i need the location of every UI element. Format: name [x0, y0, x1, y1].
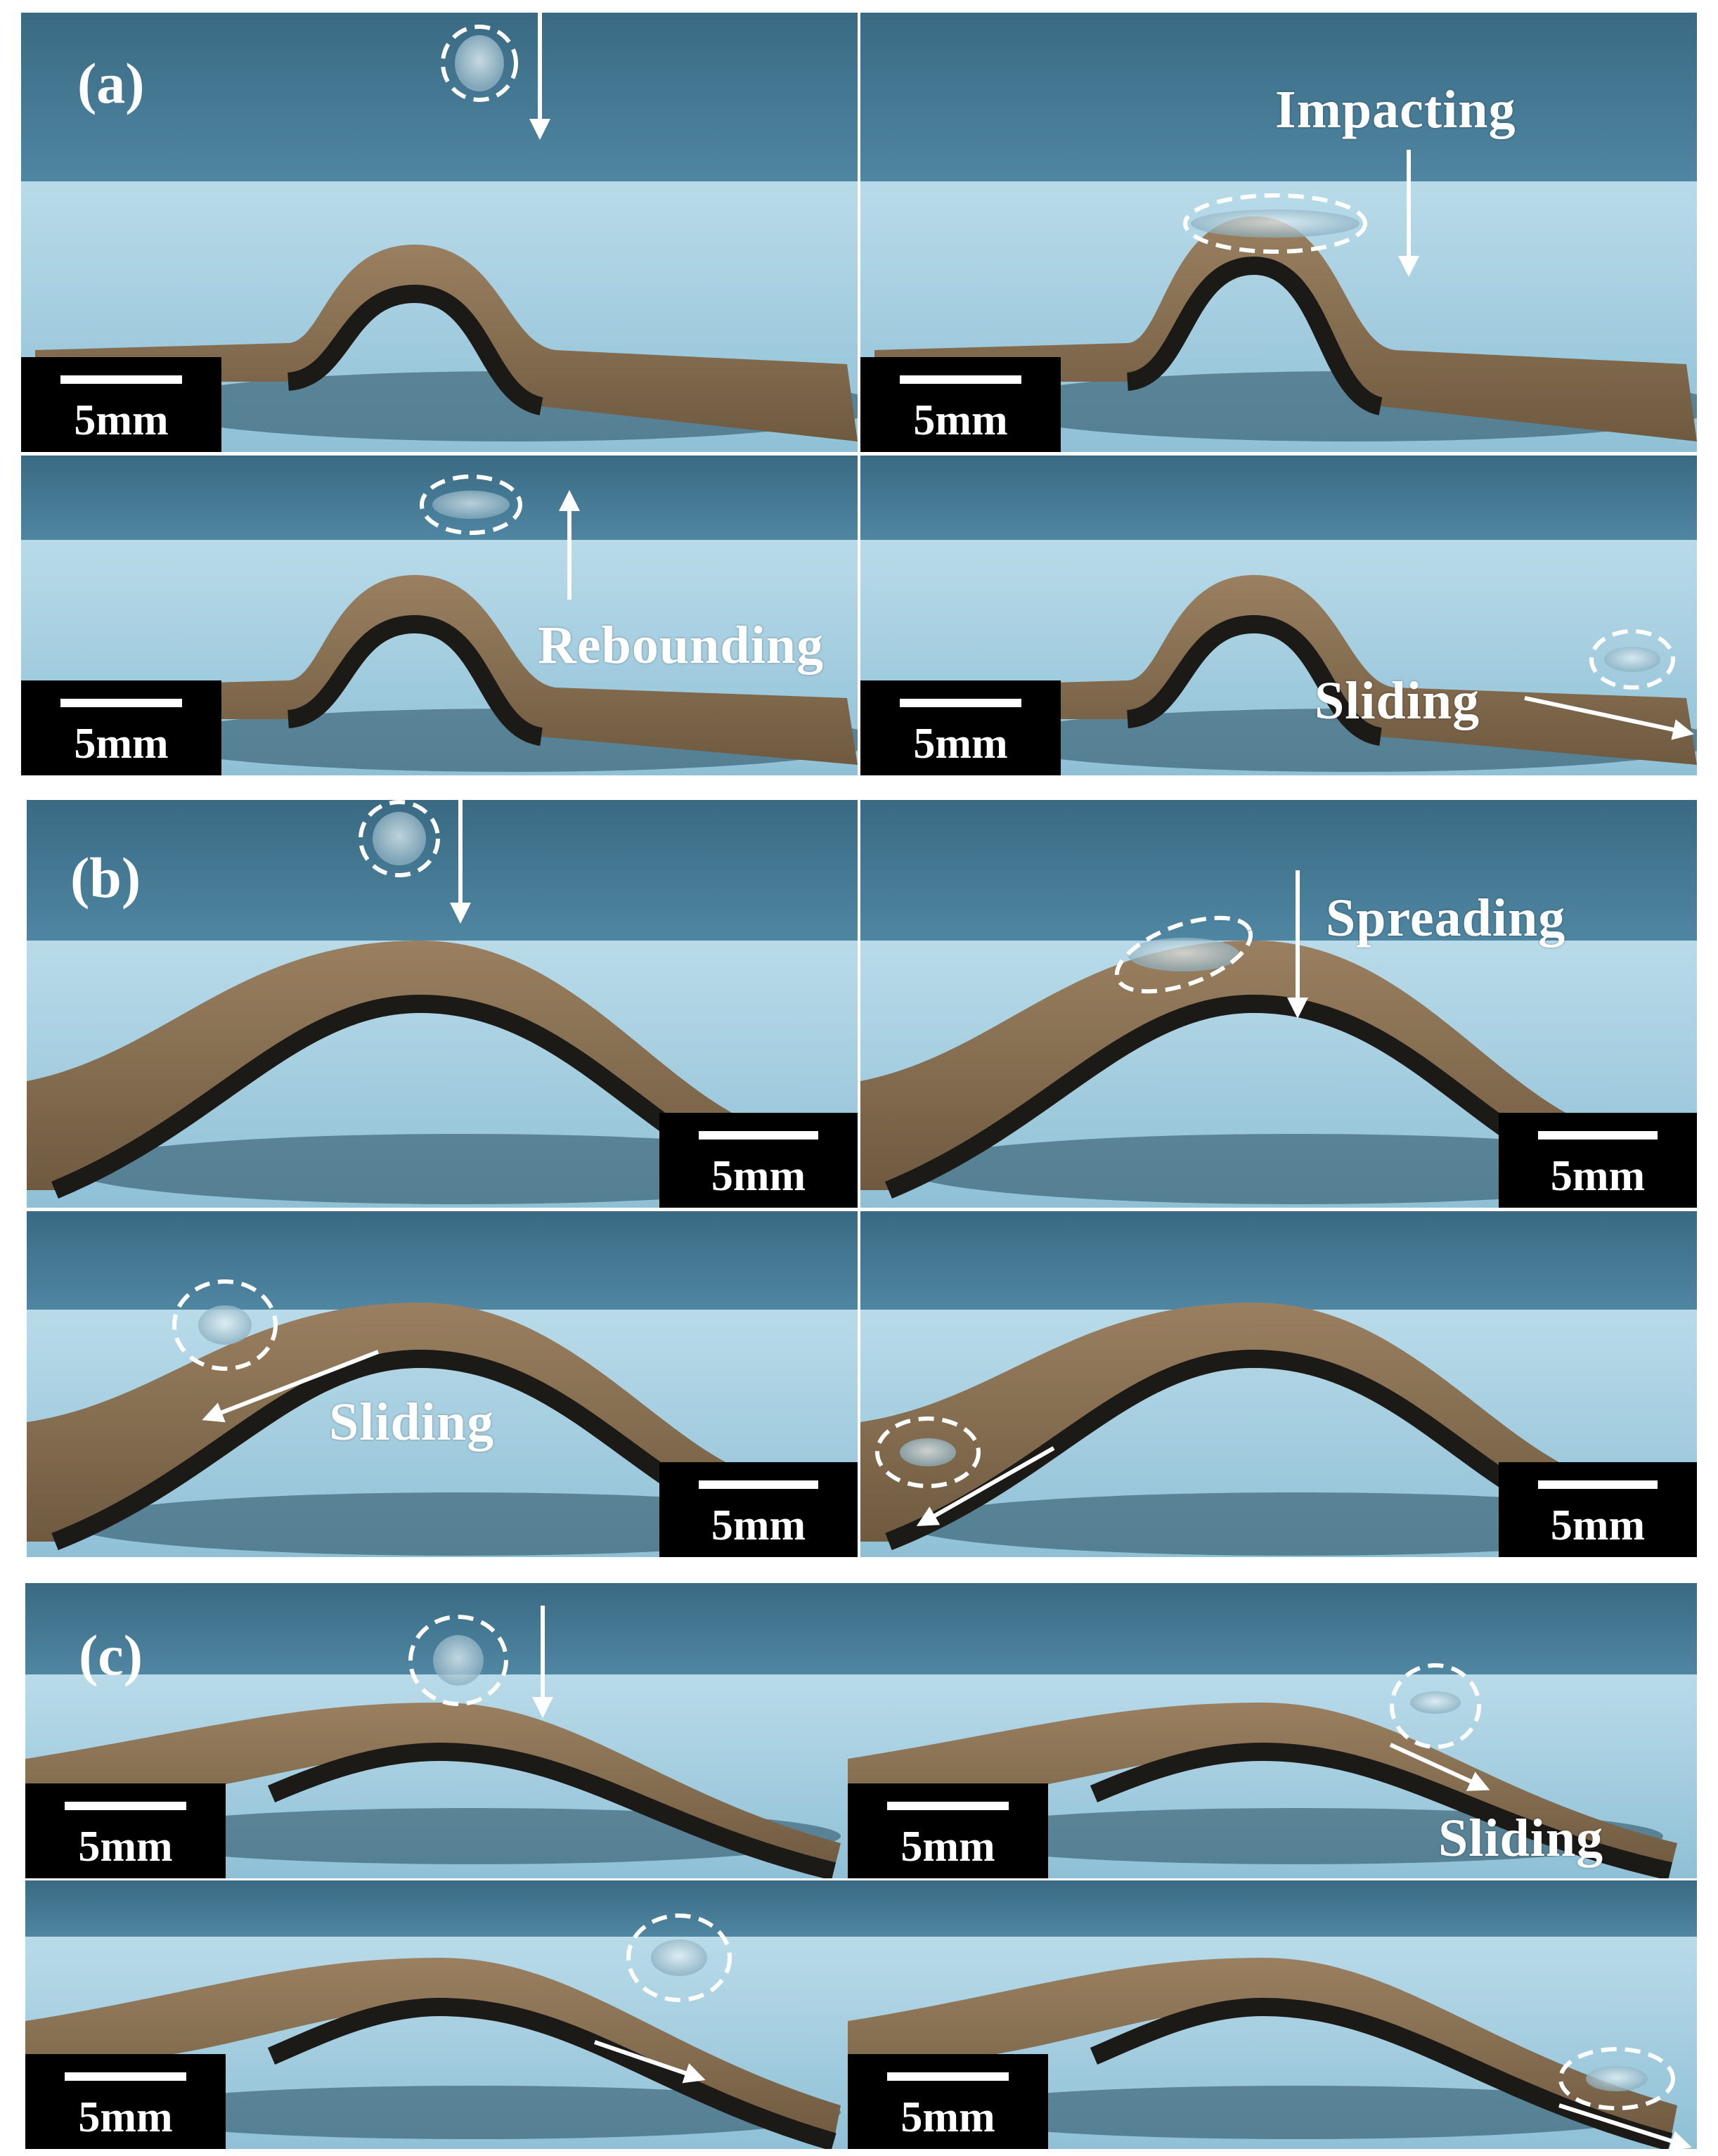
scale-bar: 5mm — [21, 357, 221, 452]
frame-label: Sliding — [329, 1393, 495, 1452]
scale-bar-label: 5mm — [913, 396, 1008, 444]
scale-bar-label: 5mm — [74, 396, 169, 444]
scale-bar-line — [699, 1131, 818, 1140]
scale-bar: 5mm — [1499, 1462, 1697, 1557]
scale-bar-line — [60, 699, 182, 707]
frame-label: Sliding — [1315, 671, 1480, 730]
photo-scene — [848, 1880, 1697, 2149]
photo-scene — [860, 800, 1697, 1208]
scale-bar-label: 5mm — [900, 2093, 995, 2141]
scale-bar-line — [887, 2072, 1009, 2081]
scale-bar: 5mm — [25, 1783, 226, 1878]
frame-label: Sliding — [1438, 1809, 1604, 1868]
panel-c-frame-1: (c) 5mm — [25, 1583, 859, 1878]
panel-a-frame-4: Sliding 5mm — [860, 456, 1697, 775]
scale-bar: 5mm — [848, 2054, 1048, 2149]
panel-a-frame-2: Impacting 5mm — [860, 13, 1697, 452]
scale-bar: 5mm — [860, 680, 1061, 775]
scale-bar-line — [900, 699, 1021, 707]
scale-bar-line — [699, 1480, 818, 1489]
panel-c-frame-3: 5mm — [25, 1880, 859, 2149]
scale-bar-label: 5mm — [711, 1152, 806, 1200]
panel-a-frame-3: Rebounding 5mm — [21, 456, 858, 775]
scale-bar-label: 5mm — [78, 2093, 173, 2141]
scale-bar-line — [1538, 1131, 1658, 1140]
scale-bar: 5mm — [659, 1113, 858, 1208]
scale-bar: 5mm — [659, 1462, 858, 1557]
panel-c-frame-2: Sliding 5mm — [848, 1583, 1697, 1878]
panel-b-frame-1: (b) 5mm — [27, 800, 858, 1208]
frame-label: Impacting — [1275, 80, 1516, 139]
scale-bar-label: 5mm — [1550, 1502, 1646, 1549]
scale-bar-line — [887, 1802, 1009, 1810]
scale-bar: 5mm — [21, 680, 221, 775]
scale-bar-line — [900, 375, 1021, 384]
scale-bar: 5mm — [848, 1783, 1048, 1878]
panel-c-frame-4: 5mm — [848, 1880, 1697, 2149]
scale-bar-line — [65, 2072, 186, 2081]
scale-bar: 5mm — [860, 357, 1061, 452]
scale-bar-label: 5mm — [74, 720, 169, 768]
photo-scene — [860, 456, 1697, 775]
scale-bar-label: 5mm — [900, 1823, 995, 1871]
scale-bar-label: 5mm — [78, 1823, 173, 1871]
panel-b-frame-4: 5mm — [860, 1211, 1697, 1557]
photo-scene — [25, 1583, 859, 1878]
panel-letter: (a) — [77, 51, 145, 115]
panel-b-frame-2: Spreading 5mm — [860, 800, 1697, 1208]
panel-letter: (b) — [70, 846, 141, 910]
scale-bar-label: 5mm — [711, 1502, 806, 1549]
scale-bar-line — [60, 375, 182, 384]
panel-a-frame-1: (a) 5mm — [21, 13, 858, 452]
scale-bar-label: 5mm — [1550, 1152, 1646, 1200]
scale-bar-label: 5mm — [913, 720, 1008, 768]
panel-letter: (c) — [79, 1623, 143, 1687]
panel-b-frame-3: Sliding 5mm — [27, 1211, 858, 1557]
scale-bar: 5mm — [1499, 1113, 1697, 1208]
scale-bar-line — [65, 1802, 186, 1810]
frame-label: Rebounding — [538, 616, 825, 675]
scale-bar-line — [1538, 1480, 1658, 1489]
frame-label: Spreading — [1326, 889, 1566, 948]
scale-bar: 5mm — [25, 2054, 226, 2149]
